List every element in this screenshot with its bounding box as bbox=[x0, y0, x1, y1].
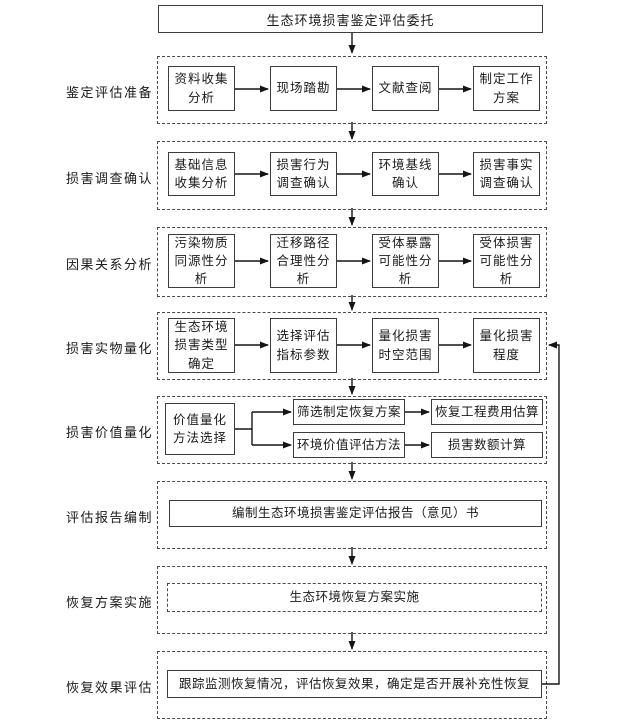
stage-label-physical-quant: 损害实物量化 bbox=[66, 341, 154, 356]
node-env-baseline: 环境基线 确认 bbox=[372, 152, 439, 196]
stage-label-implementation: 恢复方案实施 bbox=[66, 595, 154, 610]
node-report-compilation: 编制生态环境损害鉴定评估报告（意见）书 bbox=[169, 500, 542, 527]
node-migration-path: 迁移路径 合理性分 析 bbox=[270, 234, 337, 288]
stage-container-effect-eval bbox=[157, 651, 547, 719]
stage-label-preparation: 鉴定评估准备 bbox=[66, 85, 154, 100]
node-damage-fact: 损害事实 调查确认 bbox=[473, 152, 540, 196]
node-env-value-method: 环境价值评估方法 bbox=[293, 432, 405, 458]
node-damage-type: 生态环境 损害类型 确定 bbox=[168, 318, 235, 373]
stage-label-investigation: 损害调查确认 bbox=[66, 171, 154, 186]
stage-label-causality: 因果关系分析 bbox=[66, 257, 154, 272]
node-pollutant-homology: 污染物质 同源性分 析 bbox=[168, 234, 235, 288]
node-site-survey: 现场踏勘 bbox=[270, 66, 337, 111]
node-literature-review: 文献查阅 bbox=[372, 66, 439, 111]
stage-label-value-quant: 损害价值量化 bbox=[66, 425, 154, 440]
flow-start-box: 生态环境损害鉴定评估委托 bbox=[158, 5, 543, 33]
node-basic-info: 基础信息 收集分析 bbox=[168, 152, 235, 196]
node-restoration-plan: 筛选制定恢复方案 bbox=[293, 399, 405, 425]
node-damage-behavior: 损害行为 调查确认 bbox=[270, 152, 337, 196]
flow-start-label: 生态环境损害鉴定评估委托 bbox=[266, 12, 435, 28]
node-spatiotemporal-scope: 量化损害 时空范围 bbox=[372, 318, 439, 373]
node-indicator-params: 选择评估 指标参数 bbox=[270, 318, 337, 373]
node-data-collection: 资料收集 分析 bbox=[168, 66, 235, 111]
node-receptor-exposure: 受体暴露 可能性分 析 bbox=[372, 234, 439, 288]
stage-label-report: 评估报告编制 bbox=[66, 510, 154, 525]
stage-label-effect-eval: 恢复效果评估 bbox=[66, 680, 154, 695]
node-work-plan: 制定工作 方案 bbox=[473, 66, 540, 111]
node-damage-degree: 量化损害 程度 bbox=[473, 318, 540, 373]
node-restoration-cost: 恢复工程费用估算 bbox=[431, 399, 543, 425]
node-restoration-implementation: 生态环境恢复方案实施 bbox=[167, 583, 542, 612]
node-damage-amount-calc: 损害数额计算 bbox=[431, 432, 543, 458]
node-tracking-monitoring: 跟踪监测恢复情况，评估恢复效果，确定是否开展补充性恢复 bbox=[167, 670, 542, 698]
node-value-method-select: 价值量化 方法选择 bbox=[165, 403, 235, 455]
node-receptor-damage: 受体损害 可能性分 析 bbox=[473, 234, 540, 288]
